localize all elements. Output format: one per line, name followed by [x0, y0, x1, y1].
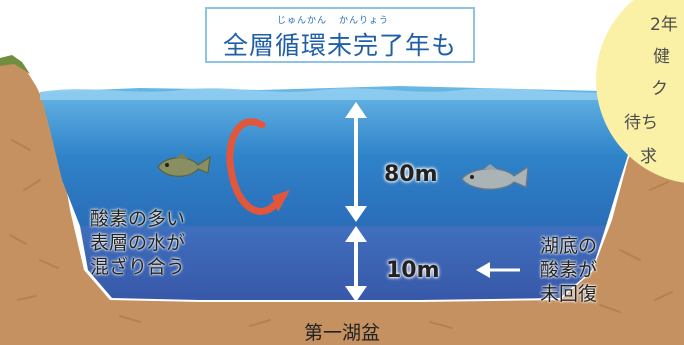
- circulation-arrow-icon: [226, 118, 290, 215]
- title-text: 全層循環未完了年も: [222, 31, 457, 60]
- lake-bottom-line-3: 未回復: [540, 283, 598, 305]
- lake-bottom-line-2: 酸素が: [540, 259, 598, 281]
- ruby-junkan: じゅんかん: [277, 16, 328, 26]
- lake-bottom-label: 湖底の 酸素が 未回復: [540, 234, 597, 306]
- surface-water-line-2: 表層の水が: [90, 232, 186, 254]
- fish-right-icon: [461, 164, 529, 190]
- side-note-bubble: [596, 0, 684, 183]
- pointer-arrow-icon: [476, 262, 520, 278]
- depth-label-lower: 10m: [386, 258, 440, 283]
- ruby-kanryou: かんりょう: [339, 16, 390, 26]
- surface-water-line-1: 酸素の多い: [90, 208, 186, 230]
- side-note-line-4: 待ち: [624, 113, 658, 133]
- soil-texture: [9, 139, 673, 329]
- depth-arrow-upper-icon: [345, 102, 367, 222]
- depth-arrow-lower-icon: [345, 226, 367, 302]
- fish-left-icon: [157, 153, 211, 177]
- side-note-line-2: 健: [653, 47, 670, 67]
- soil-ground: [0, 60, 684, 345]
- side-note-line-5: 求: [640, 147, 657, 167]
- lake-bottom-line-1: 湖底の: [540, 235, 598, 257]
- grass-left: [0, 55, 30, 74]
- title-box: じゅんかん かんりょう 全層循環未完了年も: [205, 7, 475, 63]
- depth-label-upper: 80m: [384, 162, 438, 187]
- surface-water-label: 酸素の多い 表層の水が 混ざり合う: [90, 207, 185, 279]
- surface-water-line-3: 混ざり合う: [90, 256, 186, 278]
- basin-name: 第一湖盆: [303, 322, 380, 344]
- upper-water: [40, 86, 648, 226]
- side-note-line-1: 2年: [650, 15, 678, 35]
- deep-water: [80, 226, 606, 300]
- water-surface: [40, 88, 648, 100]
- side-note-line-3: ク: [651, 79, 668, 99]
